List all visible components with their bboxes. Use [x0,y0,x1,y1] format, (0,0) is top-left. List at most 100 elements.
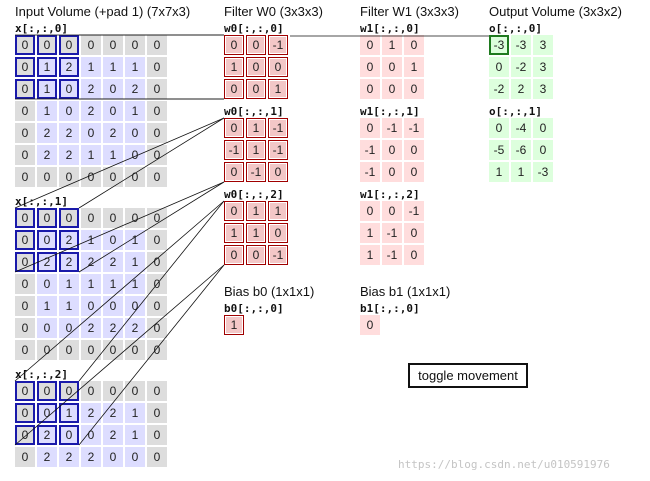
grid-cell: 2 [103,425,123,445]
grid-cell: 0 [382,162,402,182]
grid-cell: 0 [15,447,35,467]
grid-cell: 0 [15,145,35,165]
grid-cell: 0 [15,318,35,338]
grid-cell: 0 [59,79,79,99]
grid-cell: 0 [147,145,167,165]
grid-cell: 0 [103,340,123,360]
grid-cell: 1 [59,403,79,423]
grid-cell: 0 [147,318,167,338]
grid-cell: 0 [404,245,424,265]
grid-cell: 0 [360,118,380,138]
grid-cell: -1 [404,118,424,138]
grid-cell: 0 [268,57,288,77]
bias-b0-value: 1 [224,315,244,335]
grid-cell: 0 [103,296,123,316]
grid-cell: 0 [15,274,35,294]
grid-cell: -3 [489,35,509,55]
grid-cell: 0 [246,79,266,99]
output-slice-label: o[:,:,1] [489,105,542,118]
input-slice-label: x[:,:,2] [15,368,68,381]
grid-cell: 2 [103,252,123,272]
grid-cell: 2 [59,447,79,467]
grid-cell: 1 [404,57,424,77]
grid-cell: 0 [37,230,57,250]
grid-cell: 0 [224,79,244,99]
grid-cell: 0 [147,425,167,445]
bias-b1-heading: Bias b1 (1x1x1) [360,284,451,299]
grid-cell: 2 [103,318,123,338]
grid-cell: 1 [81,145,101,165]
grid-cell: 0 [37,167,57,187]
grid-cell: 0 [360,35,380,55]
grid-cell: 3 [533,35,553,55]
grid-cell: 0 [125,123,145,143]
grid-cell: 0 [59,208,79,228]
grid-cell: 0 [59,318,79,338]
grid-cell: 1 [511,162,531,182]
grid-cell: 0 [382,201,402,221]
grid-cell: 0 [125,145,145,165]
grid-cell: -1 [404,201,424,221]
grid-cell: 0 [246,57,266,77]
filter-w0-heading: Filter W0 (3x3x3) [224,4,323,19]
grid-cell: -1 [382,245,402,265]
input-slice-label: x[:,:,1] [15,195,68,208]
grid-cell: 1 [360,245,380,265]
grid-cell: 1 [103,57,123,77]
grid-cell: 0 [224,245,244,265]
grid-cell: -4 [511,118,531,138]
grid-cell: 0 [224,201,244,221]
bias-b0-label: b0[:,:,0] [224,302,284,315]
grid-cell: 0 [404,35,424,55]
grid-cell: 0 [59,101,79,121]
grid-cell: -3 [511,35,531,55]
grid-cell: 0 [103,79,123,99]
grid-cell: 1 [81,57,101,77]
output-volume-heading: Output Volume (3x3x2) [489,4,622,19]
toggle-movement-button[interactable]: toggle movement [408,363,528,388]
grid-cell: 0 [103,230,123,250]
grid-cell: -2 [489,79,509,99]
bias-b1-label: b1[:,:,0] [360,302,420,315]
grid-cell: 0 [125,167,145,187]
grid-cell: 0 [533,140,553,160]
grid-cell: 0 [59,167,79,187]
grid-cell: -1 [268,245,288,265]
grid-cell: 1 [125,57,145,77]
grid-cell: 0 [125,208,145,228]
grid-cell: 1 [125,252,145,272]
grid-cell: 0 [15,167,35,187]
bias-b1-value: 0 [360,315,380,335]
grid-cell: 0 [59,381,79,401]
grid-cell: 0 [147,123,167,143]
input-volume-heading: Input Volume (+pad 1) (7x7x3) [15,4,191,19]
grid-cell: 1 [125,425,145,445]
filter-w0-slice-label: w0[:,:,0] [224,22,284,35]
grid-cell: 2 [59,57,79,77]
grid-cell: 0 [37,340,57,360]
grid-cell: 0 [15,425,35,445]
grid-cell: 0 [15,403,35,423]
grid-cell: 0 [81,167,101,187]
grid-cell: 1 [37,296,57,316]
grid-cell: 0 [360,201,380,221]
grid-cell: 0 [81,208,101,228]
grid-cell: 0 [125,340,145,360]
grid-cell: 0 [15,79,35,99]
grid-cell: 1 [59,274,79,294]
grid-cell: 0 [103,35,123,55]
grid-cell: 1 [81,230,101,250]
grid-cell: 0 [147,274,167,294]
output-slice-label: o[:,:,0] [489,22,542,35]
filter-w1-heading: Filter W1 (3x3x3) [360,4,459,19]
grid-cell: 0 [37,403,57,423]
grid-cell: 2 [37,252,57,272]
grid-cell: 0 [404,162,424,182]
grid-cell: 1 [382,35,402,55]
grid-cell: 0 [15,381,35,401]
